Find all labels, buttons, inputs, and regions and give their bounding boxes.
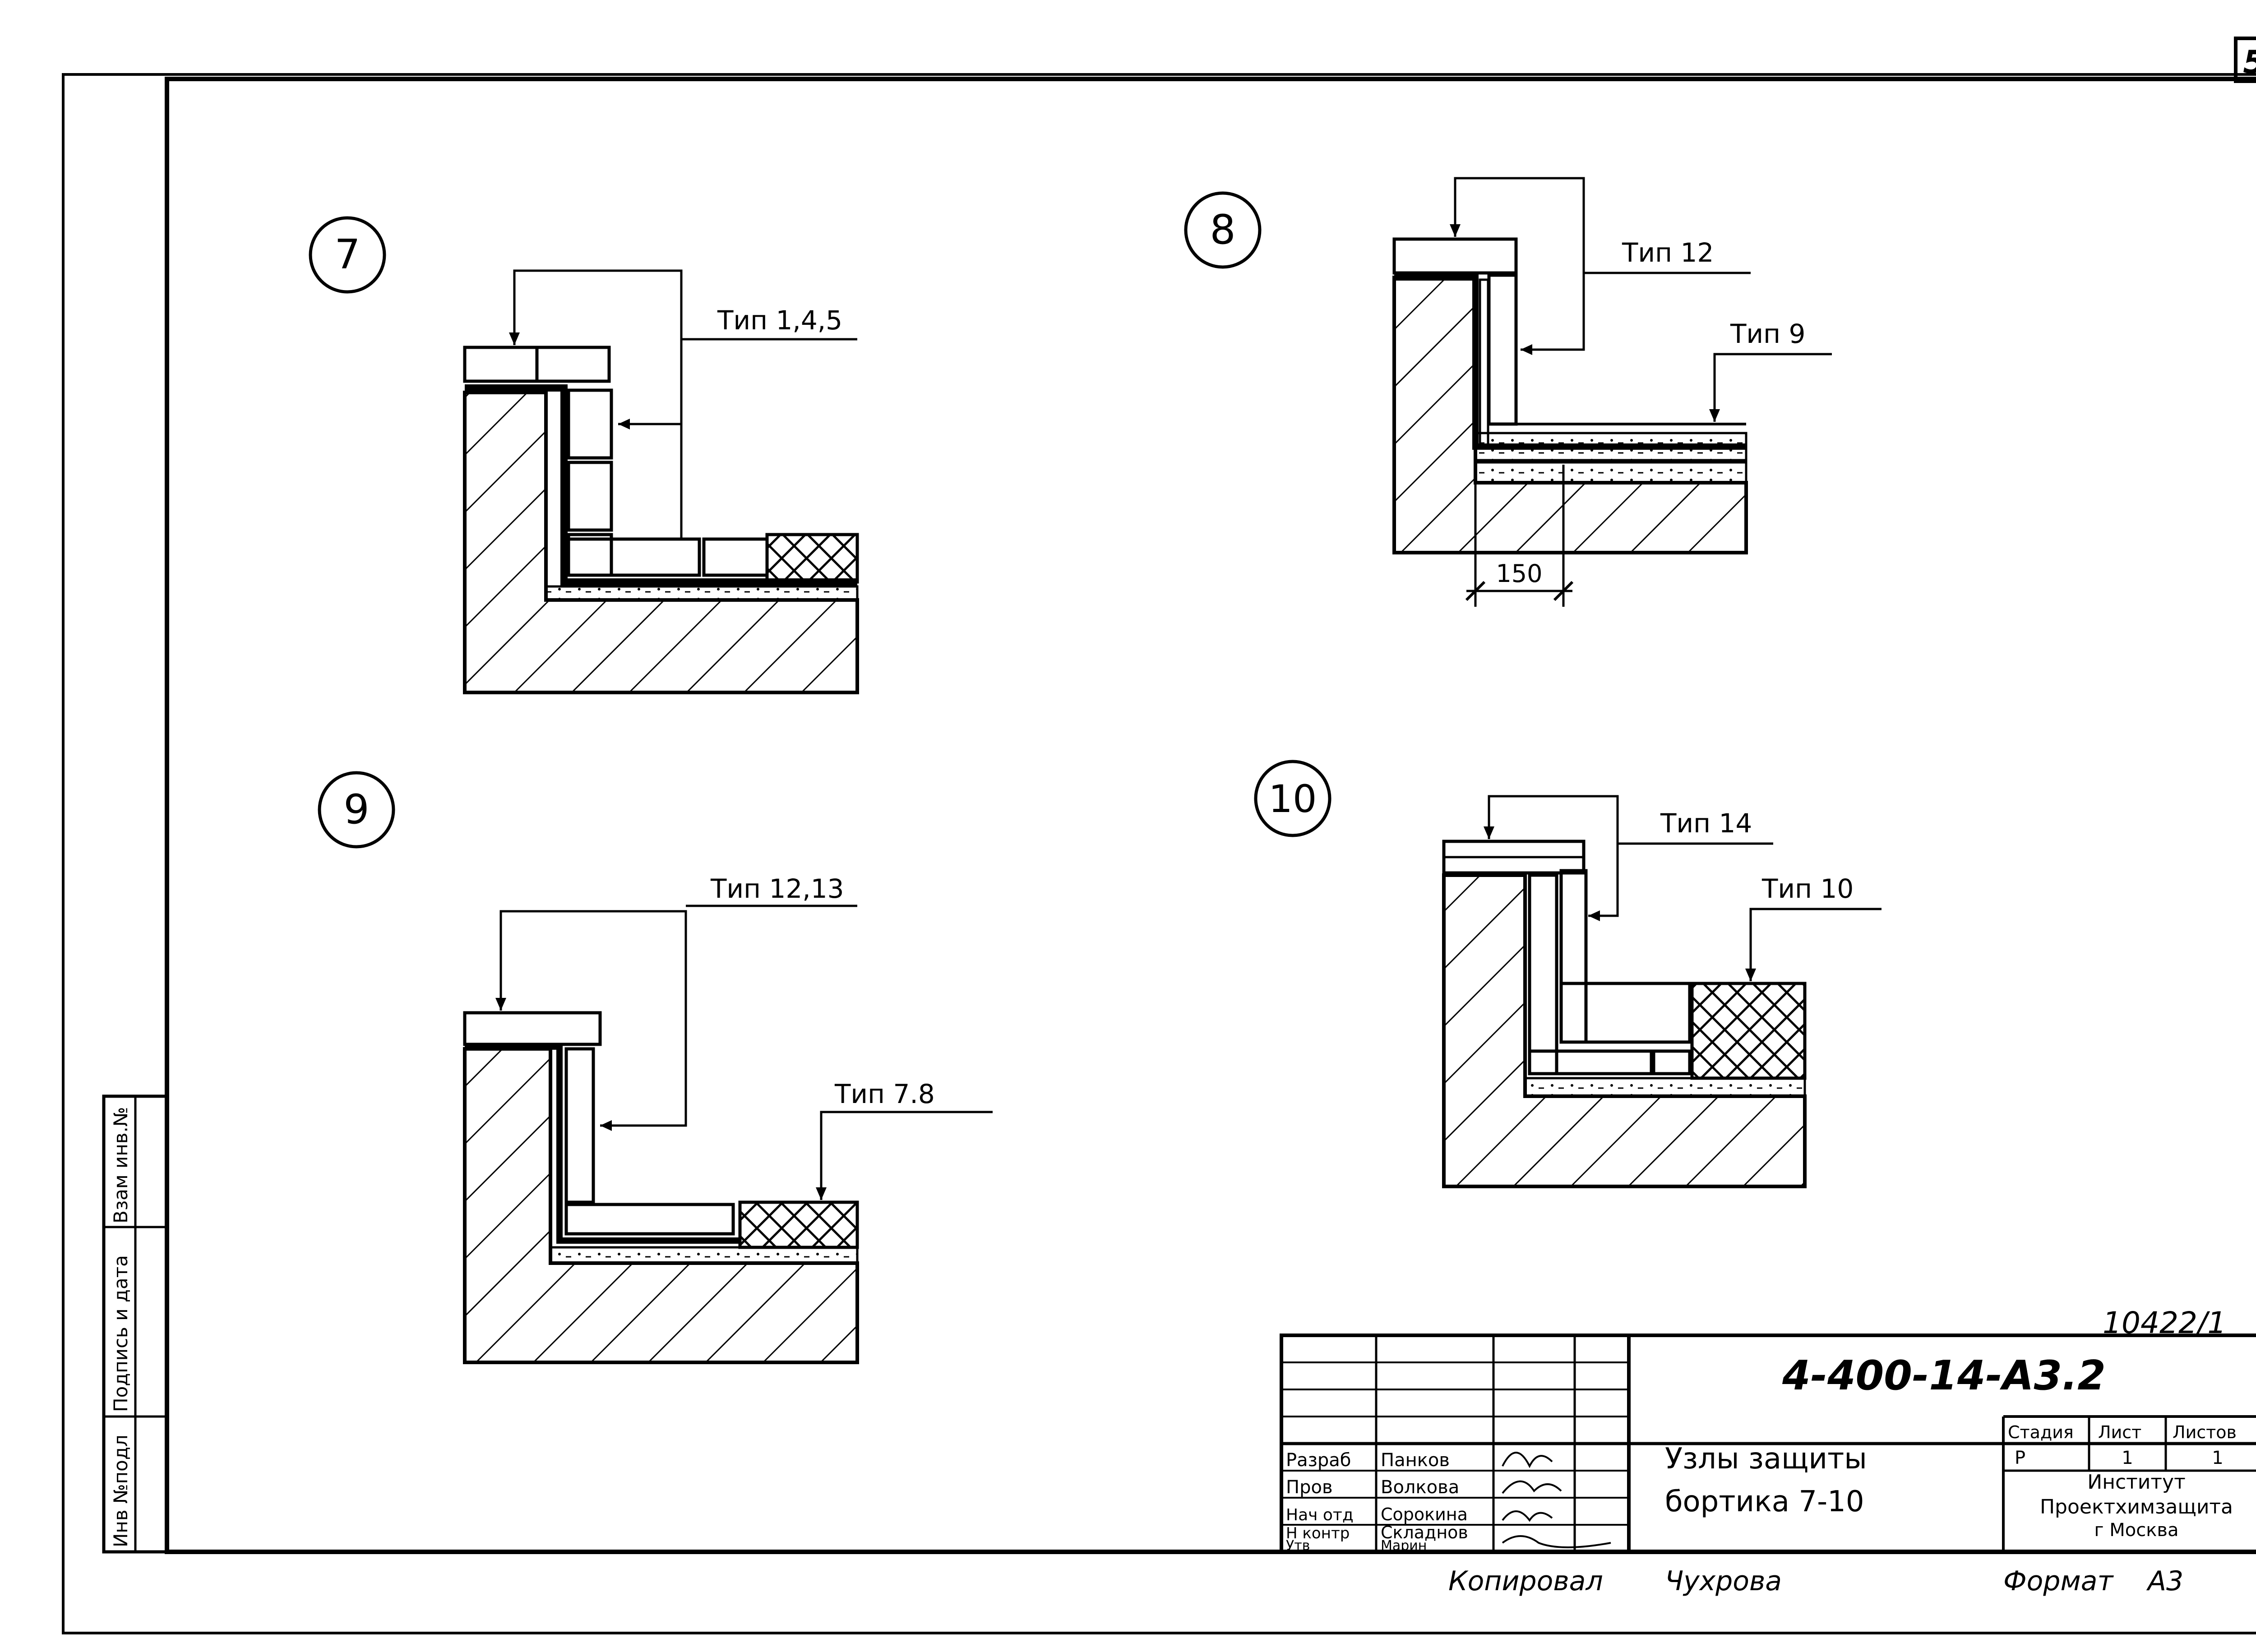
detail-8-callout-type9: Тип 9 [1730,318,1805,349]
detail-9: 9 Тип 12,13 Тип 7.8 [318,771,993,1364]
role-approver: Утв [1286,1538,1310,1554]
copied-name: Чухрова [1665,1565,1782,1597]
detail-8-marker-circle [1184,191,1262,269]
sheets-value: 1 [2212,1448,2223,1468]
stage-value: Р [2015,1448,2025,1468]
org-line2: Проектхимзащита [2040,1495,2233,1518]
detail-9-callout-type12-13: Тип 12,13 [710,873,844,904]
inner-frame [165,77,2256,1554]
name-checker: Волкова [1381,1477,1459,1498]
title-block: 4-400-14-А3.2 Разраб Панков Пров Волкова… [1280,1334,2256,1554]
org-line1: Институт [2087,1471,2185,1494]
detail-7-screed [545,585,859,601]
sheet-number: 51 [2243,44,2256,81]
detail-10-callout-type10: Тип 10 [1761,873,1854,904]
detail-8: 8 Тип 12 Тип 9 150 [1184,177,1832,607]
side-stamp: Инв №подл Подпись и дата Взам инв.№ [102,1094,169,1554]
name-developer: Панков [1381,1450,1450,1471]
side-stamp-replace: Взам инв.№ [110,1107,132,1223]
name-head: Сорокина [1381,1504,1468,1524]
detail-8-concrete [1392,276,1748,554]
detail-9-tile-block [738,1200,859,1249]
copied-label: Копировал [1448,1565,1603,1597]
detail-10-marker: 10 [1269,777,1317,821]
detail-9-marker-circle [318,771,395,849]
detail-10-marker-circle [1254,760,1331,837]
detail-7-marker-circle [309,216,386,294]
detail-10-callout-type14: Тип 14 [1660,808,1752,839]
format-value: А3 [2146,1565,2183,1597]
format-label: Формат [2003,1565,2114,1597]
detail-7-tile-block [765,533,859,584]
sheets-header: Листов [2173,1422,2237,1442]
detail-9-callout-type7-8: Тип 7.8 [834,1079,935,1109]
role-head: Нач отд [1286,1506,1354,1524]
outer-frame [62,73,2256,1634]
drawing-title-line2: бортика 7-10 [1665,1485,1864,1518]
side-stamp-inv: Инв №подл [110,1435,132,1547]
detail-7: 7 Тип 1,4,5 [309,216,859,694]
role-developer: Разраб [1286,1450,1351,1471]
sheet-value: 1 [2122,1448,2133,1468]
stage-header: Стадия [2008,1422,2074,1442]
detail-8-marker: 8 [1210,206,1235,254]
role-norm-control: Н контр [1286,1524,1350,1542]
detail-10-tile-block [1690,982,1807,1080]
detail-8-callout-type12: Тип 12 [1622,237,1714,268]
sheet-number-box: 51 [2234,37,2256,83]
signatures [1502,1452,1611,1548]
name-norm-control: Складнов [1381,1523,1468,1542]
detail-7-callout: Тип 1,4,5 [717,305,842,336]
detail-8-dimension: 150 [1496,559,1542,588]
role-checker: Пров [1286,1477,1333,1498]
detail-9-marker: 9 [343,786,369,833]
drawing-designation: 4-400-14-А3.2 [1782,1352,2106,1399]
detail-7-marker: 7 [334,231,360,278]
side-stamp-signature: Подпись и дата [110,1255,132,1412]
detail-10: 10 Тип 14 Тип 10 [1254,760,1882,1188]
org-line3: г Москва [2094,1520,2179,1541]
sheet-header: Лист [2098,1422,2141,1442]
name-approver: Марин [1381,1538,1427,1554]
drawing-title-line1: Узлы защиты [1665,1442,1867,1476]
